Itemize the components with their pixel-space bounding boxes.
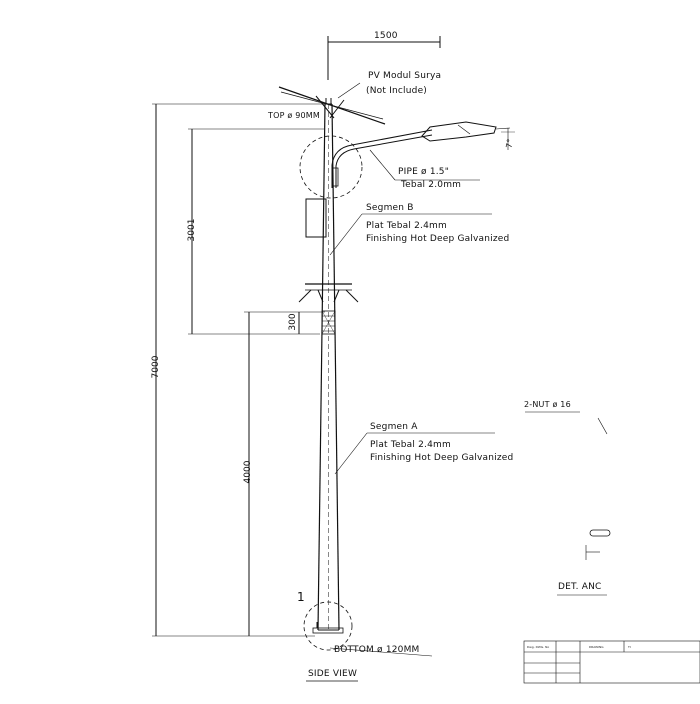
pv-module-label: PV Modul Surya (368, 71, 442, 81)
street-lamp (421, 121, 511, 142)
title-block-cell-1: Dwg. DWG. No (527, 645, 550, 649)
lamp-arm (331, 129, 433, 188)
dimension-small-height (244, 311, 325, 334)
angle-label: 7° (504, 138, 516, 149)
battery-bracket (298, 283, 359, 303)
title-block-cell-3: TI (628, 645, 631, 649)
anchor-detail-fragment (525, 411, 611, 596)
segment-b-leader (329, 213, 492, 256)
dimension-upper-height (188, 128, 324, 335)
segment-a-finish-label: Finishing Hot Deep Galvanized (370, 453, 514, 463)
pipe-leader (369, 149, 480, 181)
dimension-total-height (152, 103, 325, 637)
dimension-panel-width (327, 36, 441, 80)
dim-small-height-label: 300 (288, 313, 298, 331)
pole (317, 98, 340, 631)
pole-base (312, 622, 344, 634)
segment-a-label: Segmen A (370, 422, 418, 432)
control-box (305, 198, 327, 238)
detail-marker-label: 1 (297, 590, 305, 604)
segment-a-leader (334, 432, 495, 475)
title-block (523, 640, 700, 684)
bottom-leader (329, 647, 433, 657)
segment-b-label: Segmen B (366, 203, 414, 213)
title-block-cell-2: DRAWING (589, 645, 604, 649)
pv-note-label: (Not Include) (366, 86, 428, 96)
pipe-thickness-label: Tebal 2.0mm (401, 180, 462, 190)
dim-lower-height-label: 4000 (243, 460, 253, 484)
splice-section (321, 310, 336, 335)
anchor-detail-label: DET. ANC (558, 582, 602, 592)
dim-upper-height-label: 3001 (187, 218, 197, 242)
dim-panel-width-label: 1500 (374, 31, 398, 41)
detail-circle-lower (303, 601, 353, 651)
pv-leader (337, 82, 361, 99)
segment-a-plate-label: Plat Tebal 2.4mm (370, 440, 451, 450)
dim-total-height-label: 7000 (151, 355, 161, 379)
pipe-label: PIPE ø 1.5" (398, 167, 450, 177)
bottom-diameter-label: BOTTOM ø 120MM (334, 645, 420, 655)
detail-circle-upper (299, 135, 363, 199)
segment-b-plate-label: Plat Tebal 2.4mm (366, 221, 447, 231)
view-title-label: SIDE VIEW (308, 669, 358, 679)
segment-b-finish-label: Finishing Hot Deep Galvanized (366, 234, 510, 244)
top-diameter-label: TOP ø 90MM (268, 111, 320, 120)
nut-label: 2-NUT ø 16 (524, 400, 571, 409)
